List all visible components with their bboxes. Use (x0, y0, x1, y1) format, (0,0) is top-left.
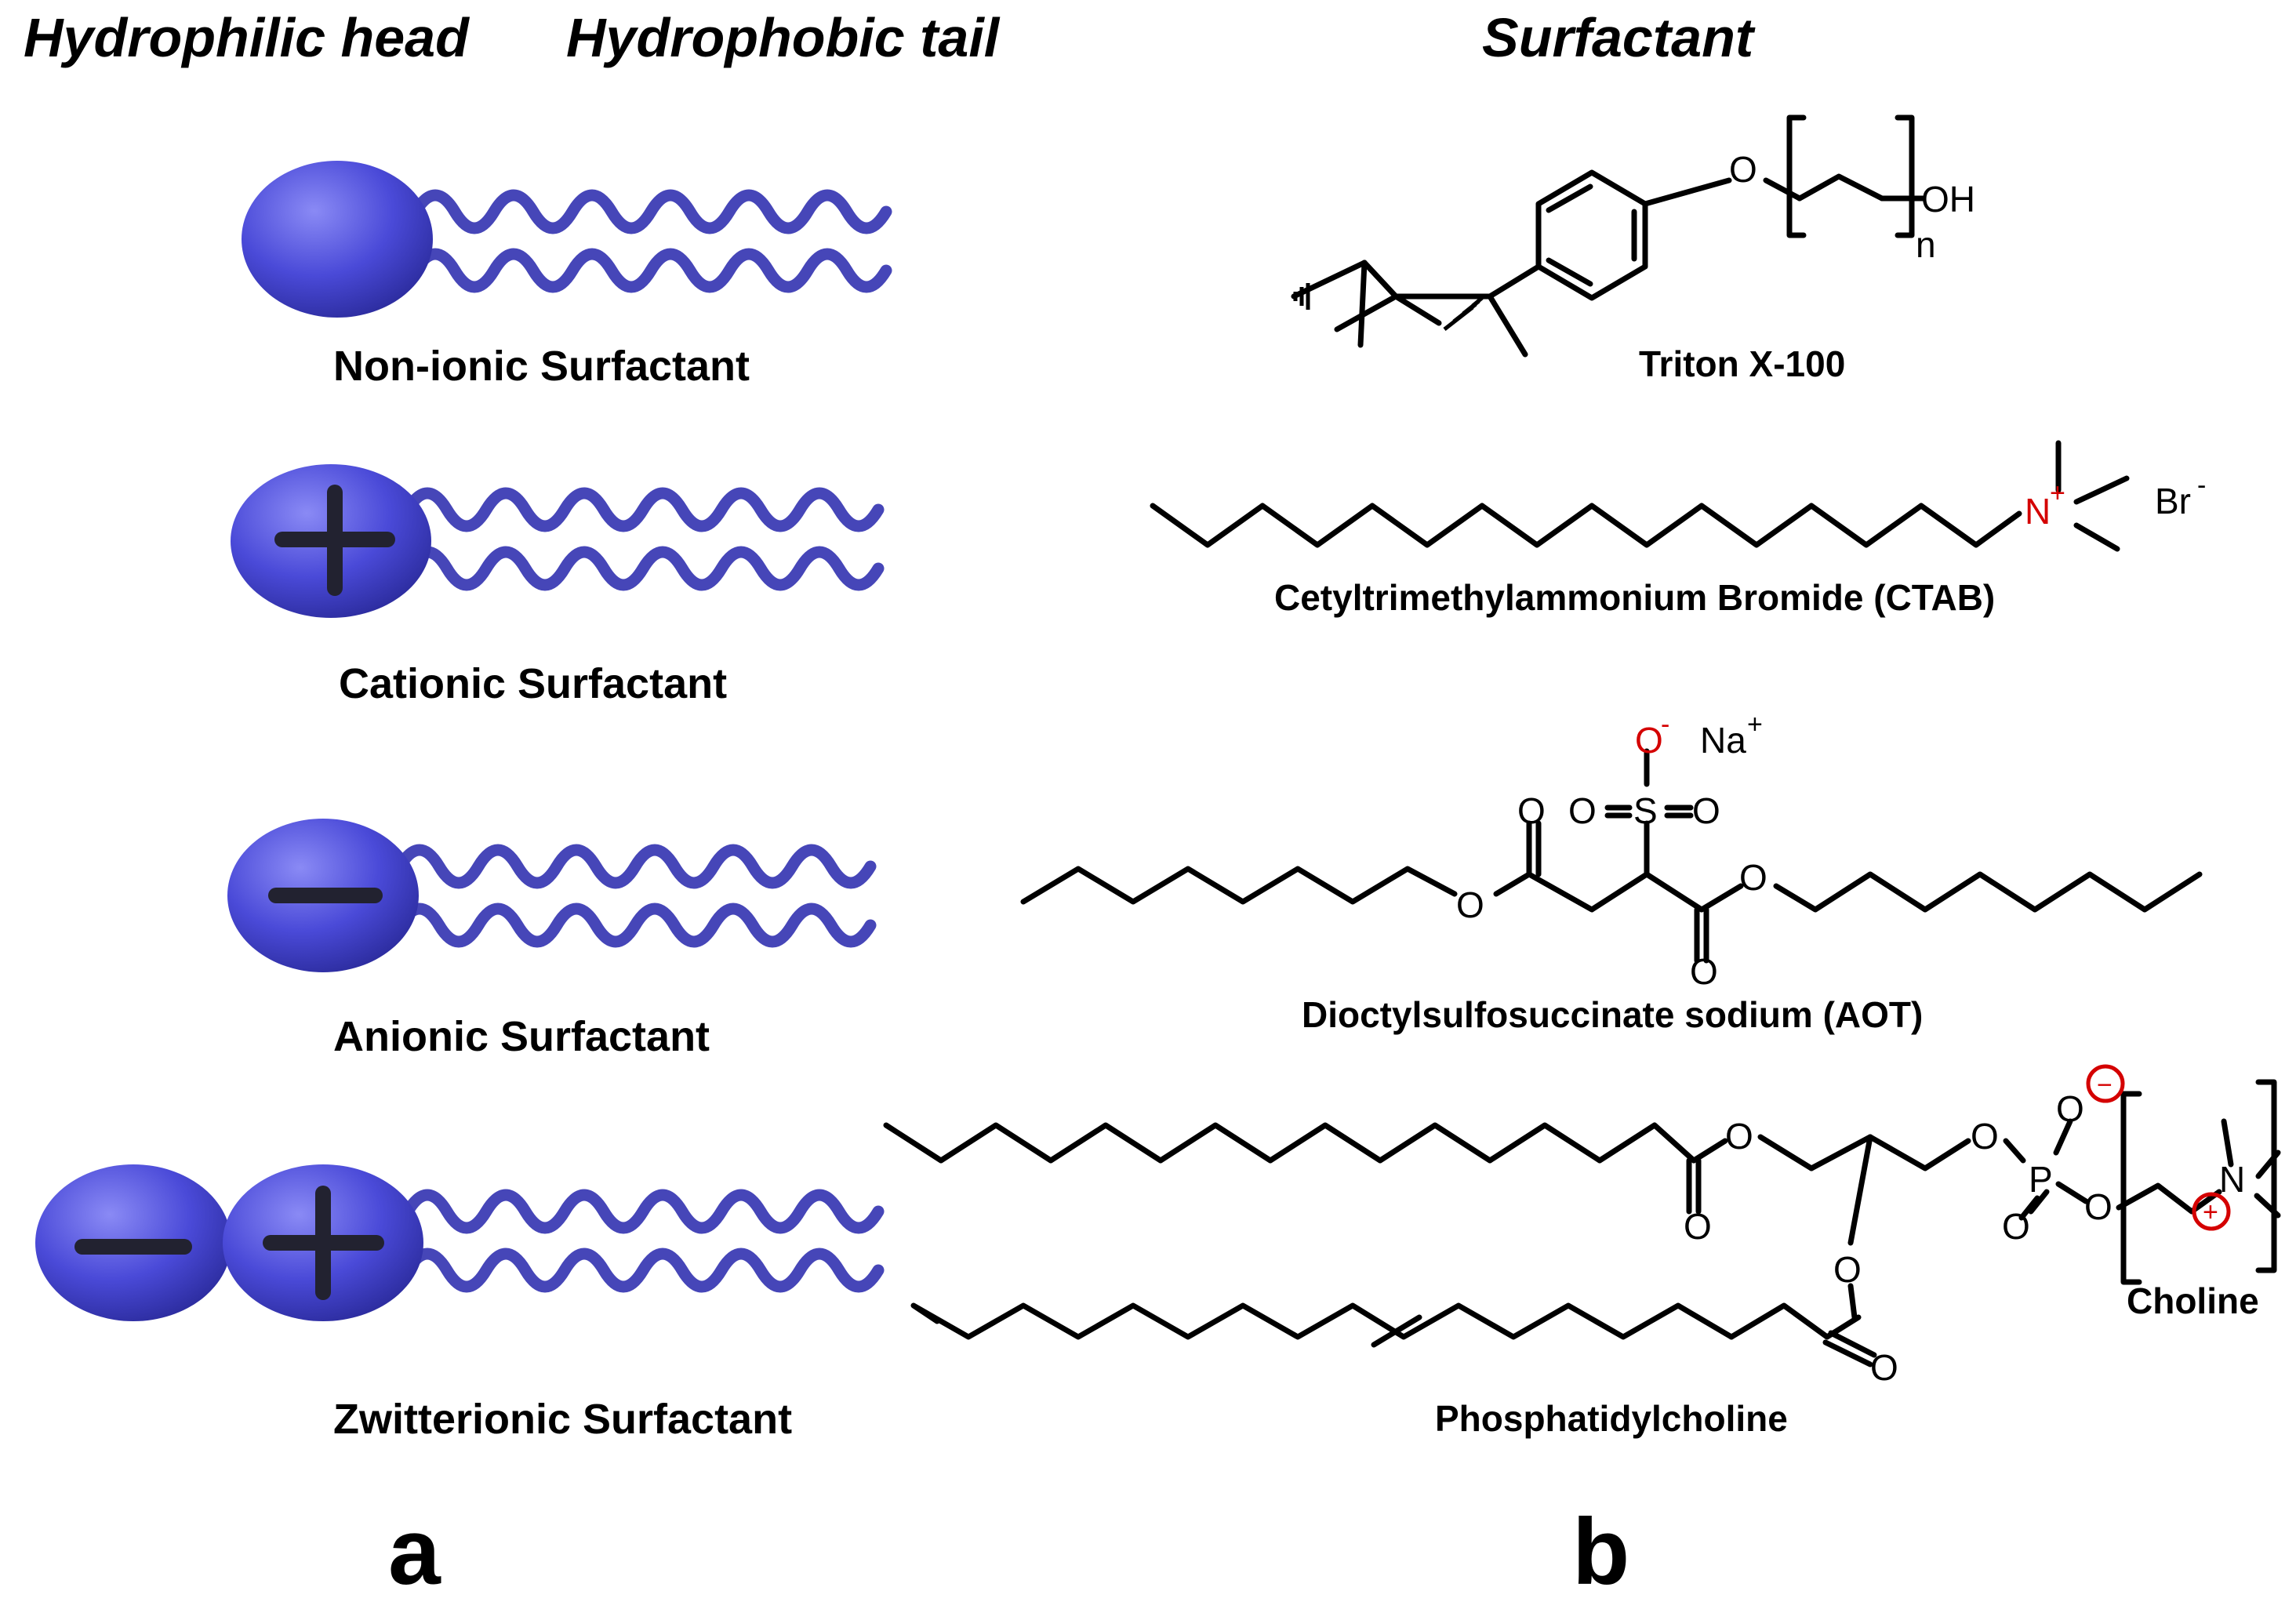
triton-x100-structure: O OH n (1291, 114, 1975, 358)
ctab-n-atom: N (2025, 491, 2051, 532)
negative-charge-icon (2086, 1064, 2125, 1103)
ctab-name: Cetyltrimethylammonium Bromide (CTAB) (1274, 577, 1995, 618)
nonionic-caption: Non-ionic Surfactant (333, 343, 750, 390)
aot-sulfonyl-o-left: O (1568, 790, 1597, 831)
pc-minus-sign: − (2097, 1070, 2113, 1100)
plus-sign-icon (263, 1186, 384, 1300)
triton-o-atom: O (1729, 149, 1757, 190)
cationic-caption: Cationic Surfactant (339, 660, 727, 707)
pc-carbonyl-o-lower: O (1870, 1347, 1898, 1388)
aot-ester-o-atom: O (1456, 884, 1484, 925)
nonionic-head (242, 161, 433, 318)
ctab-structure: N + Br - (1150, 440, 2206, 552)
aot-carbonyl-o-right: O (1690, 951, 1718, 992)
aot-structure: O O O S O O - Na + O O (1020, 710, 2203, 992)
triton-name: Triton X-100 (1639, 343, 1845, 384)
pc-ester-o-upper: O (1725, 1116, 1753, 1157)
aot-carbonyl-o-atom: O (1517, 790, 1546, 831)
aot-oxide-o-atom: O (1635, 720, 1663, 761)
pc-n-atom: N (2219, 1159, 2245, 1200)
aot-na-atom: Na (1700, 720, 1746, 761)
triton-n-subscript: n (1916, 224, 1936, 265)
pc-phosphate-o-choline: O (2084, 1186, 2113, 1227)
positive-charge-icon (2192, 1192, 2231, 1231)
aot-oxide-charge: - (1661, 710, 1669, 739)
anionic-caption: Anionic Surfactant (333, 1013, 710, 1060)
pc-p-atom: P (2029, 1159, 2053, 1200)
pc-name: Phosphatidylcholine (1435, 1398, 1788, 1439)
ctab-br-atom: Br (2155, 481, 2191, 521)
pc-plus-sign: + (2203, 1197, 2218, 1227)
pc-phosphate-o-ester: O (1971, 1116, 1999, 1157)
pc-ester-o-lower: O (1833, 1249, 1862, 1290)
ctab-br-charge: - (2197, 470, 2206, 500)
panel-a-label: a (388, 1499, 441, 1604)
triton-oh: OH (1921, 179, 1975, 220)
anionic-cartoon (227, 819, 870, 972)
surfactant-header: Surfactant (1482, 7, 1756, 68)
zwitterionic-cartoon (35, 1164, 878, 1321)
aot-na-charge: + (1747, 710, 1763, 739)
pc-phosphate-o-double: O (2002, 1206, 2030, 1247)
pc-phosphate-o-anion: O (2056, 1088, 2084, 1129)
ctab-n-charge: + (2050, 478, 2065, 508)
pc-carbonyl-o-upper: O (1684, 1206, 1712, 1247)
aot-ester-o-right: O (1739, 857, 1767, 898)
nonionic-cartoon (242, 161, 886, 318)
plus-sign-icon (274, 485, 395, 596)
phosphatidylcholine-structure: O O O P O O O N O O − + (883, 1064, 2281, 1388)
zwitterionic-caption: Zwitterionic Surfactant (333, 1396, 792, 1443)
hydrophilic-head-header: Hydrophilic head (24, 7, 470, 68)
aot-s-atom: S (1633, 790, 1658, 831)
cationic-cartoon (231, 464, 878, 618)
hydrophobic-tail-header: Hydrophobic tail (566, 7, 1001, 68)
choline-label: Choline (2127, 1280, 2259, 1321)
aot-name: Dioctylsulfosuccinate sodium (AOT) (1302, 994, 1923, 1035)
panel-b-label: b (1572, 1499, 1629, 1604)
aot-sulfonyl-o-right: O (1692, 790, 1720, 831)
